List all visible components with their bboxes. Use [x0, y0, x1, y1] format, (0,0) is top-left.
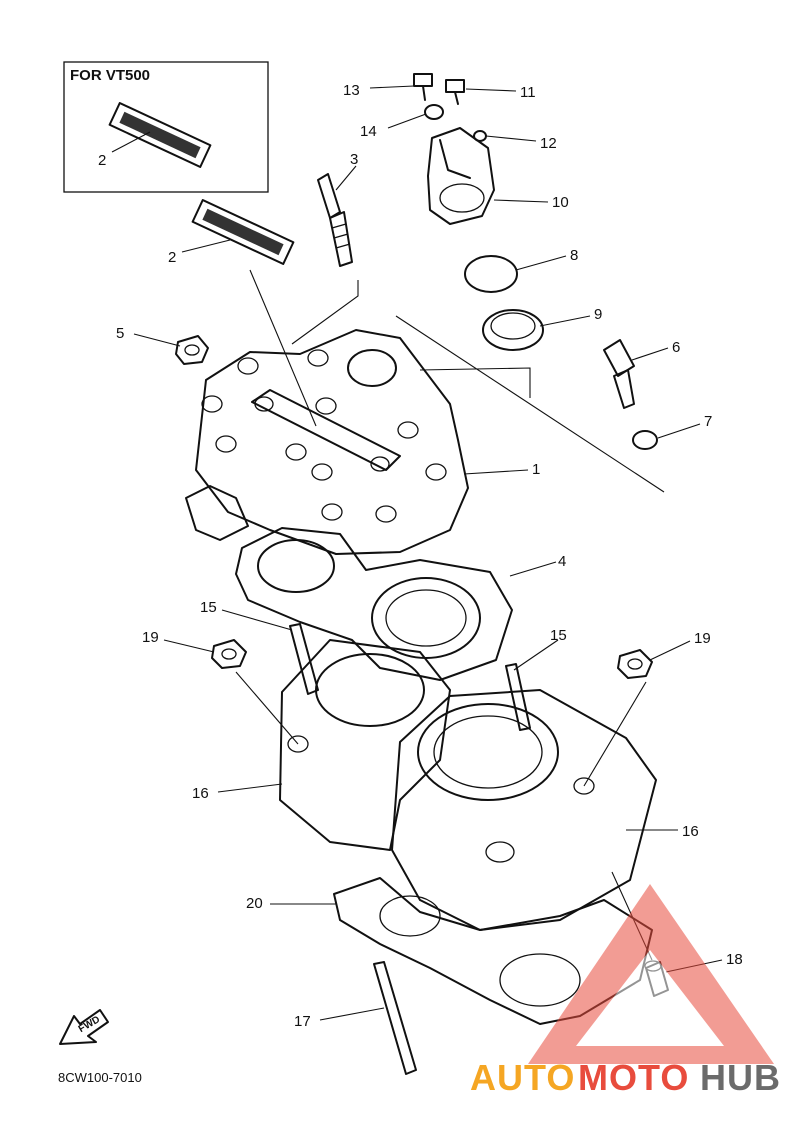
- watermark-part2: MOTO: [578, 1057, 689, 1098]
- callout-6: 6: [672, 339, 680, 356]
- cylinder-left: [279, 639, 451, 851]
- assembly-lines: [235, 269, 665, 961]
- spark-plug: [317, 173, 353, 267]
- diagram-code: 8CW100-7010: [58, 1070, 142, 1085]
- warning-triangle-icon: [528, 884, 774, 1064]
- thermostat-9: [482, 309, 544, 351]
- gasket-7: [632, 430, 658, 450]
- callout-4: 4: [558, 553, 566, 570]
- stud-17: [373, 961, 417, 1075]
- forward-arrow-icon: FWD: [59, 1009, 109, 1045]
- callout-14: 14: [360, 123, 377, 140]
- callout-2: 2: [168, 249, 176, 266]
- thermostat-cover: [427, 127, 495, 225]
- callout-numbers: 2 2 3 13 11 14 12 10 8 9 6 7 5 1 4 15 15…: [98, 82, 743, 1030]
- decal-inset: [108, 101, 212, 169]
- callout-leaders: [111, 85, 723, 1021]
- callout-12: 12: [540, 135, 557, 152]
- callout-15-left: 15: [200, 599, 217, 616]
- callout-20: 20: [246, 895, 263, 912]
- nut-19-left: [211, 639, 247, 669]
- callout-15-right: 15: [550, 627, 567, 644]
- callout-16-left: 16: [192, 785, 209, 802]
- callout-19-right: 19: [694, 630, 711, 647]
- callout-3: 3: [350, 151, 358, 168]
- nut-19-right: [617, 649, 653, 679]
- inset-title: FOR VT500: [70, 67, 150, 84]
- callout-18: 18: [726, 951, 743, 968]
- callout-2-inset: 2: [98, 152, 106, 169]
- callout-13: 13: [343, 82, 360, 99]
- watermark-logo: AUTO MOTO HUB: [470, 884, 781, 1098]
- watermark-part3: HUB: [700, 1057, 781, 1098]
- nut-5: [175, 335, 209, 365]
- watermark-part1: AUTO: [470, 1057, 575, 1098]
- callout-1: 1: [532, 461, 540, 478]
- washer-14: [424, 104, 444, 120]
- callout-16-right: 16: [682, 823, 699, 840]
- stud-15-right: [505, 663, 531, 731]
- callout-7: 7: [704, 413, 712, 430]
- callout-5: 5: [116, 325, 124, 342]
- callout-8: 8: [570, 247, 578, 264]
- callout-10: 10: [552, 194, 569, 211]
- head-gasket: [235, 527, 513, 681]
- fwd-label: FWD: [77, 1014, 102, 1035]
- callout-11: 11: [520, 84, 536, 101]
- o-ring-8: [464, 255, 518, 293]
- callout-19-left: 19: [142, 629, 159, 646]
- callout-9: 9: [594, 306, 602, 323]
- callout-17: 17: [294, 1013, 311, 1030]
- cylinder-right: [391, 689, 657, 931]
- temp-sensor-6: [603, 339, 635, 409]
- decal-main: [191, 198, 295, 266]
- vt500-inset: FOR VT500: [63, 61, 269, 193]
- cylinder-head: [185, 329, 469, 555]
- bolt-11: [445, 79, 465, 105]
- bolt-13: [413, 73, 433, 101]
